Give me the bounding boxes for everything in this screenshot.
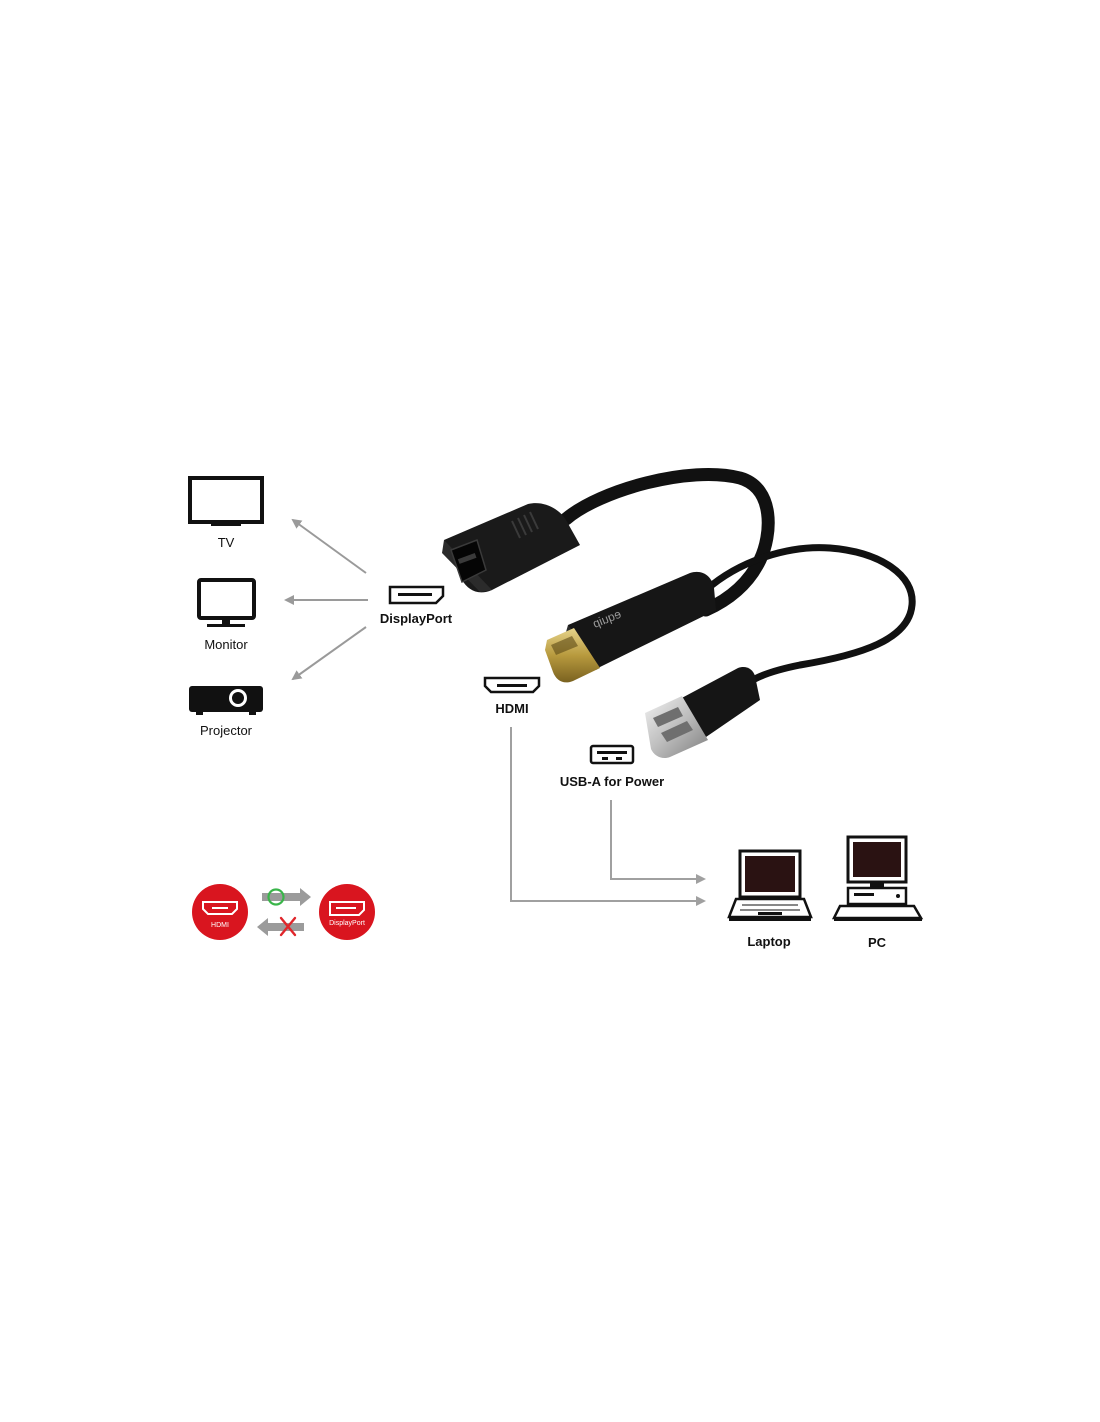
desktop-pc-icon [831, 835, 924, 921]
adapter-cable: equip [442, 468, 916, 759]
displayport-badge-label: DisplayPort [329, 920, 365, 927]
displayport-port-icon [388, 585, 445, 605]
hdmi-badge-label: HDMI [211, 922, 229, 929]
pc-device: PC [831, 835, 924, 950]
hdmi-male-connector: equip [545, 571, 716, 683]
laptop-device: Laptop [727, 849, 813, 949]
supported-direction [262, 888, 311, 906]
backward-arrow-icon [257, 918, 304, 936]
arrow-usb-to-source [610, 800, 706, 884]
displayport-target-badge: DisplayPort [319, 884, 375, 940]
arrow-hdmi-to-source [510, 727, 706, 906]
input-arrows [510, 727, 706, 906]
tv-label: TV [218, 535, 235, 550]
main-cable [559, 468, 775, 617]
usb-a-port-icon [589, 744, 635, 765]
hdmi-port-icon [483, 676, 541, 694]
monitor-label: Monitor [204, 637, 248, 652]
laptop-icon [727, 849, 813, 921]
projector-icon [189, 686, 263, 715]
hdmi-port: HDMI [483, 676, 541, 716]
usb-cable [702, 544, 916, 687]
hdmi-source-badge: HDMI [192, 884, 248, 940]
forward-arrow-icon [262, 888, 311, 906]
displayport-female-connector [442, 503, 580, 593]
laptop-label: Laptop [747, 934, 790, 949]
usb-label: USB-A for Power [560, 774, 664, 789]
usb-port: USB-A for Power [560, 744, 664, 789]
displayport-badge-icon [329, 901, 365, 916]
arrow-to-projector [291, 626, 367, 681]
projector-device: Projector [189, 686, 263, 738]
unsupported-direction [257, 916, 304, 937]
displayport-port: DisplayPort [380, 585, 453, 626]
monitor-device: Monitor [197, 578, 256, 652]
hdmi-label: HDMI [495, 701, 528, 716]
output-arrows [284, 518, 368, 681]
pc-label: PC [868, 935, 887, 950]
ok-circle-icon [267, 888, 285, 906]
direction-badge: HDMI DisplayPort [192, 884, 375, 940]
usb-a-male-connector [645, 666, 760, 759]
tv-device: TV [188, 476, 264, 550]
displayport-label: DisplayPort [380, 611, 453, 626]
forbid-x-icon [279, 916, 297, 937]
monitor-icon [197, 578, 256, 627]
hdmi-badge-icon [202, 901, 238, 915]
tv-icon [188, 476, 264, 526]
projector-label: Projector [200, 723, 253, 738]
arrow-to-tv [291, 518, 367, 574]
